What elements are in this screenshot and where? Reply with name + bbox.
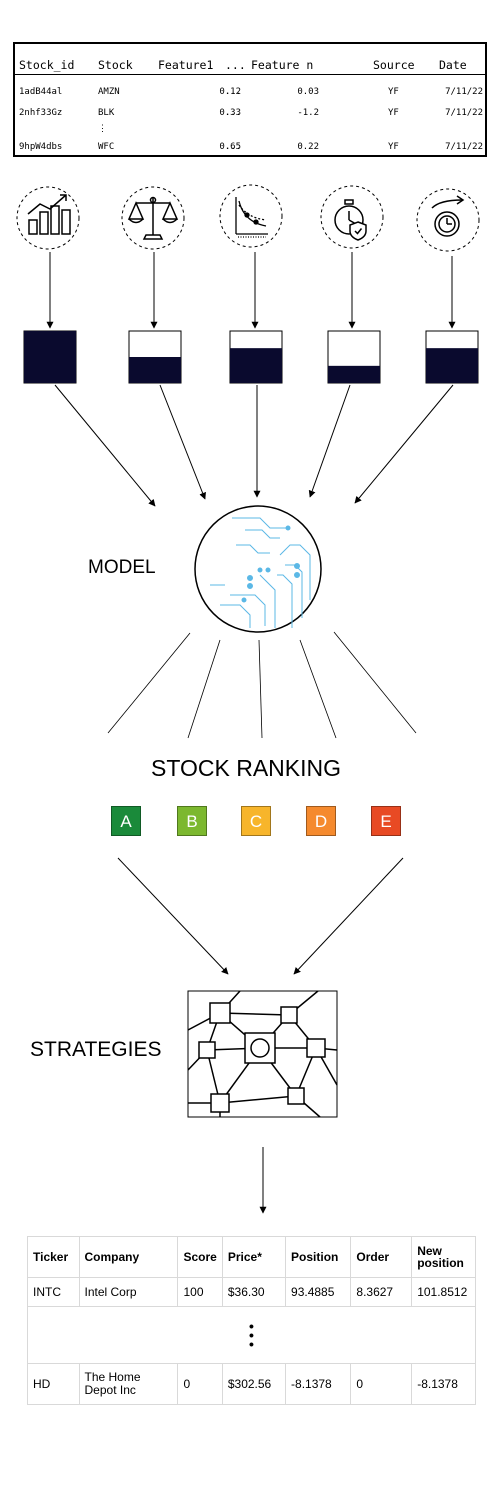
cell-score: 100 <box>177 1277 223 1307</box>
cell-stock-id: 2nhf33Gz <box>19 108 63 118</box>
rows-ellipsis: ⋮ <box>98 124 107 134</box>
stopwatch-shield-icon <box>320 185 384 249</box>
header-date: Date <box>439 58 467 72</box>
feature-bars <box>23 330 479 384</box>
cell-ellipsis: ... <box>225 142 242 152</box>
cell-feature-n: 0.22 <box>297 142 319 152</box>
feature-table-row: 1adB44al AMZN 0.12 ... 0.03 YF 7/11/22 <box>15 87 485 101</box>
cell-feature-n: -1.2 <box>297 108 319 118</box>
ellipsis-dot: • <box>249 1326 254 1343</box>
cell-source: YF <box>388 87 399 97</box>
cell-feature1: 0.12 <box>219 87 241 97</box>
cell-feature1: 0.65 <box>219 142 241 152</box>
cell-stock-id: 9hpW4dbs <box>19 142 63 152</box>
cell-feature1: 0.33 <box>219 108 241 118</box>
ellipsis-dot: • <box>249 1317 254 1334</box>
header-score: Score <box>177 1236 223 1278</box>
cell-score: 0 <box>177 1363 223 1405</box>
grade-d-badge: D <box>306 806 336 836</box>
grade-b-badge: B <box>177 806 207 836</box>
table-gap-row: • • • <box>27 1306 476 1364</box>
header-ellipsis: ... <box>225 58 246 72</box>
header-source: Source <box>373 58 415 72</box>
strategies-label: STRATEGIES <box>30 1038 162 1061</box>
strategy-network-icon <box>187 990 338 1118</box>
feature-table-row: 9hpW4dbs WFC 0.65 ... 0.22 YF 7/11/22 <box>15 142 485 156</box>
model-node <box>194 505 322 633</box>
header-order: Order <box>350 1236 413 1278</box>
grade-a-badge: A <box>111 806 141 836</box>
header-stock: Stock <box>98 58 133 72</box>
circuit-pattern-icon <box>210 517 311 628</box>
clock-arrow-icon <box>416 188 480 252</box>
cell-date: 7/11/22 <box>445 87 483 97</box>
cell-ticker: INTC <box>27 1277 80 1307</box>
model-to-ranking-lines <box>107 631 417 739</box>
header-feature1: Feature1 <box>158 58 214 72</box>
cell-stock: WFC <box>98 142 115 152</box>
icon-to-bar-arrows <box>46 252 456 329</box>
cell-ellipsis: ... <box>225 87 242 97</box>
feature-bar-fill <box>230 348 282 383</box>
cell-new-position: -8.1378 <box>411 1363 476 1405</box>
cell-feature-n: 0.03 <box>297 87 319 97</box>
orders-table: Ticker Company Score Price* Position Ord… <box>27 1236 476 1405</box>
orders-table-header: Ticker Company Score Price* Position Ord… <box>27 1236 476 1278</box>
decay-curve-icon <box>219 184 283 248</box>
grade-c-badge: C <box>241 806 271 836</box>
ellipsis-dot: • <box>249 1335 254 1352</box>
cell-price: $302.56 <box>221 1363 287 1405</box>
cell-order: 0 <box>350 1363 413 1405</box>
cell-position: -8.1378 <box>285 1363 352 1405</box>
feature-bar-fill <box>129 357 181 383</box>
header-new-position: New position <box>411 1236 476 1278</box>
table-row: INTC Intel Corp 100 $36.30 93.4885 8.362… <box>27 1277 476 1307</box>
feature-bar-fill <box>426 348 478 383</box>
feature-table-header: Stock_id Stock Feature1 ... Feature n So… <box>15 44 485 75</box>
model-label: MODEL <box>88 557 156 578</box>
header-price: Price* <box>221 1236 287 1278</box>
cell-position: 93.4885 <box>285 1277 352 1307</box>
cell-stock: BLK <box>98 108 115 118</box>
feature-bar-fill <box>328 365 380 383</box>
cell-price: $36.30 <box>221 1277 287 1307</box>
rows-ellipsis: • • • <box>27 1306 476 1364</box>
ranking-to-strategies-arrows <box>117 857 404 975</box>
bar-to-model-arrows <box>54 384 454 507</box>
feature-table: Stock_id Stock Feature1 ... Feature n So… <box>13 42 487 157</box>
header-position: Position <box>285 1236 352 1278</box>
cell-date: 7/11/22 <box>445 108 483 118</box>
balance-scale-icon <box>121 186 185 250</box>
header-stock-id: Stock_id <box>19 58 75 72</box>
cell-date: 7/11/22 <box>445 142 483 152</box>
cell-source: YF <box>388 142 399 152</box>
header-company: Company <box>78 1236 179 1278</box>
cell-source: YF <box>388 108 399 118</box>
grade-e-badge: E <box>371 806 401 836</box>
header-feature-n: Feature n <box>251 58 314 72</box>
stock-ranking-label: STOCK RANKING <box>151 755 341 781</box>
cell-new-position: 101.8512 <box>411 1277 476 1307</box>
cell-ticker: HD <box>27 1363 80 1405</box>
cell-stock-id: 1adB44al <box>19 87 63 97</box>
cell-stock: AMZN <box>98 87 120 97</box>
cell-order: 8.3627 <box>350 1277 413 1307</box>
cell-company: Intel Corp <box>78 1277 179 1307</box>
feature-bar-fill <box>24 331 76 383</box>
cell-ellipsis: ... <box>225 108 242 118</box>
feature-table-row: 2nhf33Gz BLK 0.33 ... -1.2 YF 7/11/22 <box>15 108 485 122</box>
cell-company: The Home Depot Inc <box>78 1363 179 1405</box>
table-row: HD The Home Depot Inc 0 $302.56 -8.1378 … <box>27 1363 476 1405</box>
header-ticker: Ticker <box>27 1236 80 1278</box>
growth-chart-icon <box>16 186 80 250</box>
